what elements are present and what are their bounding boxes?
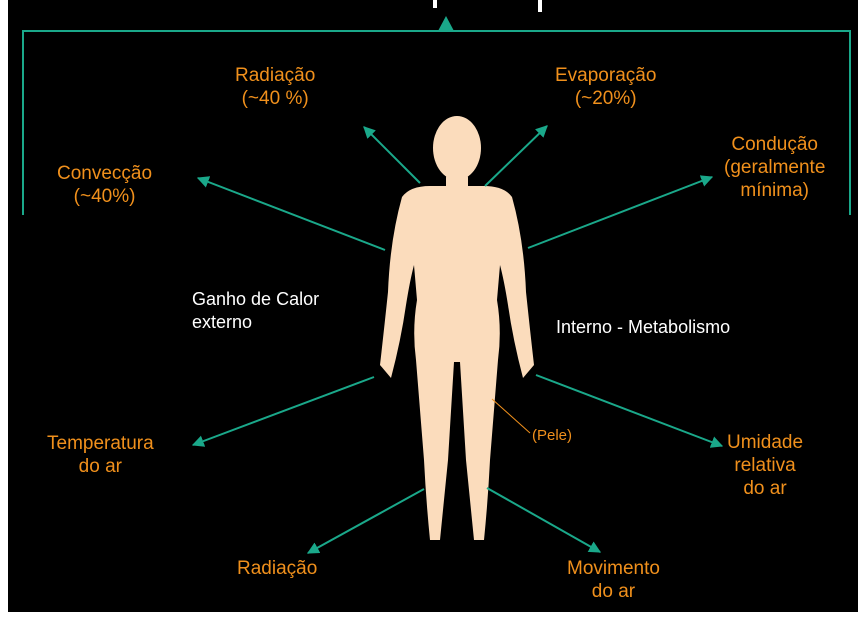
arrow-convection bbox=[196, 176, 386, 251]
label-line: (~40%) bbox=[73, 186, 136, 207]
convection-label: Convecção (~40%) bbox=[57, 162, 152, 208]
skin-label: (Pele) bbox=[532, 427, 573, 444]
label-line: do ar bbox=[743, 478, 787, 499]
triangle-up-icon bbox=[438, 16, 454, 31]
label-line: Convecção bbox=[57, 163, 153, 184]
arrow-air-movement bbox=[486, 487, 602, 553]
arrow-evaporation bbox=[484, 125, 548, 187]
label-line: mínima) bbox=[740, 180, 809, 201]
label-line: Ganho de Calor bbox=[192, 289, 320, 309]
label-line: do ar bbox=[78, 456, 122, 477]
label-line: relativa bbox=[734, 455, 796, 476]
label-line: (~40 %) bbox=[241, 88, 309, 109]
top-marker-fragment bbox=[538, 0, 542, 12]
human-figure-icon bbox=[380, 116, 534, 540]
label-line: Condução bbox=[731, 134, 818, 155]
arrow-air-temperature bbox=[191, 376, 375, 447]
skin-pointer-line bbox=[491, 398, 531, 434]
label-line: do ar bbox=[591, 581, 636, 602]
top-bracket bbox=[22, 30, 851, 215]
arrows bbox=[191, 125, 724, 554]
air-movement-label: Movimento do ar bbox=[567, 557, 660, 603]
air-temperature-label: Temperatura do ar bbox=[47, 432, 154, 478]
arrow-radiation-bottom bbox=[306, 488, 425, 554]
relative-humidity-label: Umidade relativa do ar bbox=[727, 431, 803, 500]
label-line: externo bbox=[192, 312, 253, 332]
label-line: Evaporação bbox=[555, 65, 657, 86]
conduction-label: Condução (geralmente mínima) bbox=[724, 133, 825, 202]
internal-metabolism-label: Interno - Metabolismo bbox=[556, 316, 730, 339]
radiation-bottom-label: Radiação bbox=[237, 557, 317, 580]
heat-gain-external-label: Ganho de Calor externo bbox=[192, 288, 319, 334]
top-marker-fragment bbox=[433, 0, 437, 8]
arrow-conduction bbox=[527, 175, 714, 249]
evaporation-label: Evaporação (~20%) bbox=[555, 64, 656, 110]
label-line: Radiação bbox=[237, 558, 318, 579]
label-line: Interno - Metabolismo bbox=[556, 317, 731, 337]
label-line: (~20%) bbox=[574, 88, 637, 109]
radiation-top-label: Radiação (~40 %) bbox=[235, 64, 315, 110]
label-line: Umidade bbox=[727, 432, 804, 453]
arrow-radiation-top bbox=[363, 126, 421, 184]
label-line: Radiação bbox=[235, 65, 316, 86]
label-line: Temperatura bbox=[47, 433, 154, 454]
arrow-relative-humidity bbox=[535, 374, 724, 448]
label-line: (geralmente bbox=[724, 157, 826, 178]
label-line: Movimento bbox=[567, 558, 660, 579]
